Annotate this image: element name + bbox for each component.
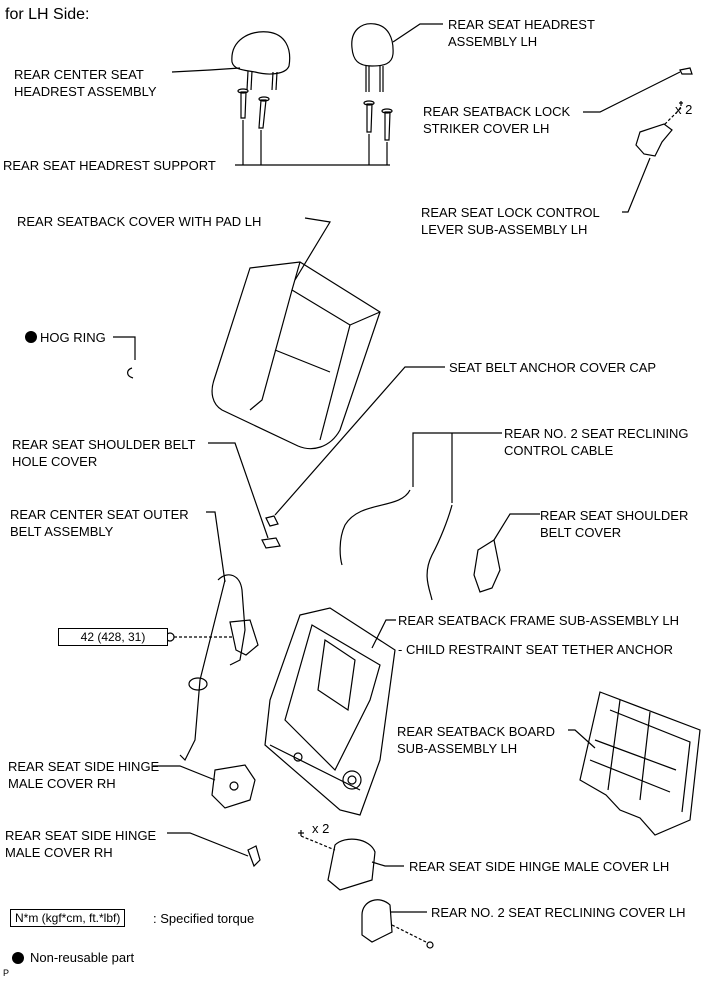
label-hog-ring: HOG RING [40, 330, 106, 345]
label-outer-belt: REAR CENTER SEAT OUTER BELT ASSEMBLY [10, 506, 189, 540]
label-lock-control-lever: REAR SEAT LOCK CONTROL LEVER SUB-ASSEMBL… [421, 204, 600, 238]
lock-lever-part [635, 123, 673, 157]
legend-nonreusable-dot-icon [12, 952, 24, 964]
label-line: MALE COVER RH [8, 776, 116, 791]
label-line: LEVER SUB-ASSEMBLY LH [421, 222, 588, 237]
label-hinge-cover-rh-1: REAR SEAT SIDE HINGE MALE COVER RH [8, 758, 159, 792]
label-line: CONTROL CABLE [504, 443, 614, 458]
striker-screw-qty: x 2 [675, 102, 693, 117]
seatback-board-part [579, 691, 701, 836]
seatback-cover-part [211, 261, 381, 450]
page-title: for LH Side: [5, 6, 90, 23]
center-headrest-part [231, 31, 291, 75]
label-line: ASSEMBLY LH [448, 34, 538, 49]
label-headrest-support: REAR SEAT HEADREST SUPPORT [3, 158, 216, 173]
reclining-cover-part [361, 899, 393, 943]
label-line: REAR CENTER SEAT OUTER [10, 507, 189, 522]
label-tether-anchor: - CHILD RESTRAINT SEAT TETHER ANCHOR [398, 642, 673, 657]
label-headrest-lh: REAR SEAT HEADREST ASSEMBLY LH [448, 16, 595, 50]
label-line: HOLE COVER [12, 454, 98, 469]
label-line: BELT ASSEMBLY [10, 524, 114, 539]
legend-torque-text: : Specified torque [153, 911, 255, 926]
label-anchor-cover-cap: SEAT BELT ANCHOR COVER CAP [449, 360, 657, 375]
label-line: REAR SEAT SHOULDER [540, 508, 689, 523]
label-line: REAR SEAT SIDE HINGE [5, 828, 157, 843]
corner-code: P [3, 968, 10, 978]
label-line: REAR SEAT LOCK CONTROL [421, 205, 600, 220]
label-reclining-cable: REAR NO. 2 SEAT RECLINING CONTROL CABLE [504, 425, 688, 459]
label-line: BELT COVER [540, 525, 622, 540]
label-lock-striker-cover: REAR SEATBACK LOCK STRIKER COVER LH [423, 103, 570, 137]
label-line: REAR SEAT HEADREST [448, 17, 595, 32]
label-line: STRIKER COVER LH [423, 121, 550, 136]
nonreusable-dot-icon [25, 331, 37, 343]
label-shoulder-belt-hole-cover: REAR SEAT SHOULDER BELT HOLE COVER [12, 436, 196, 470]
headrest-support-4 [384, 111, 391, 141]
label-reclining-cover: REAR NO. 2 SEAT RECLINING COVER LH [431, 905, 686, 920]
legend-nonreusable-text: Non-reusable part [30, 950, 135, 965]
shoulder-belt-cover-part [473, 539, 501, 593]
seatback-frame-part [264, 607, 396, 816]
label-hinge-cover-lh: REAR SEAT SIDE HINGE MALE COVER LH [409, 859, 670, 874]
label-hinge-cover-rh-2: REAR SEAT SIDE HINGE MALE COVER RH [5, 827, 156, 861]
label-seatback-frame: REAR SEATBACK FRAME SUB-ASSEMBLY LH [398, 613, 680, 628]
hinge-cover-rh-1-part [211, 764, 256, 809]
hog-ring-part [127, 367, 134, 379]
label-seatback-cover: REAR SEATBACK COVER WITH PAD LH [17, 214, 262, 229]
label-seatback-board: REAR SEATBACK BOARD SUB-ASSEMBLY LH [397, 723, 555, 757]
hinge-screw-qty: x 2 [312, 821, 330, 836]
label-line: MALE COVER RH [5, 845, 113, 860]
outer-belt-part [217, 574, 246, 666]
label-line: HEADREST ASSEMBLY [14, 84, 157, 99]
label-line: SUB-ASSEMBLY LH [397, 741, 518, 756]
label-line: REAR SEAT SHOULDER BELT [12, 437, 196, 452]
label-line: REAR SEAT SIDE HINGE [8, 759, 160, 774]
label-center-headrest: REAR CENTER SEAT HEADREST ASSEMBLY [14, 66, 157, 100]
torque-value: 42 (428, 31) [58, 628, 168, 646]
headrest-lh-part [351, 23, 394, 67]
headrest-support-2 [258, 99, 267, 129]
label-line: REAR NO. 2 SEAT RECLINING [504, 426, 689, 441]
legend-torque-box: N*m (kgf*cm, ft.*lbf) [10, 909, 126, 927]
label-line: REAR SEATBACK BOARD [397, 724, 555, 739]
label-line: REAR CENTER SEAT [14, 67, 144, 82]
label-shoulder-belt-cover: REAR SEAT SHOULDER BELT COVER [540, 507, 688, 541]
label-line: REAR SEATBACK LOCK [423, 104, 571, 119]
headrest-support-3 [366, 103, 373, 133]
hinge-cover-lh-part [327, 838, 376, 891]
headrest-support-1 [240, 91, 247, 119]
